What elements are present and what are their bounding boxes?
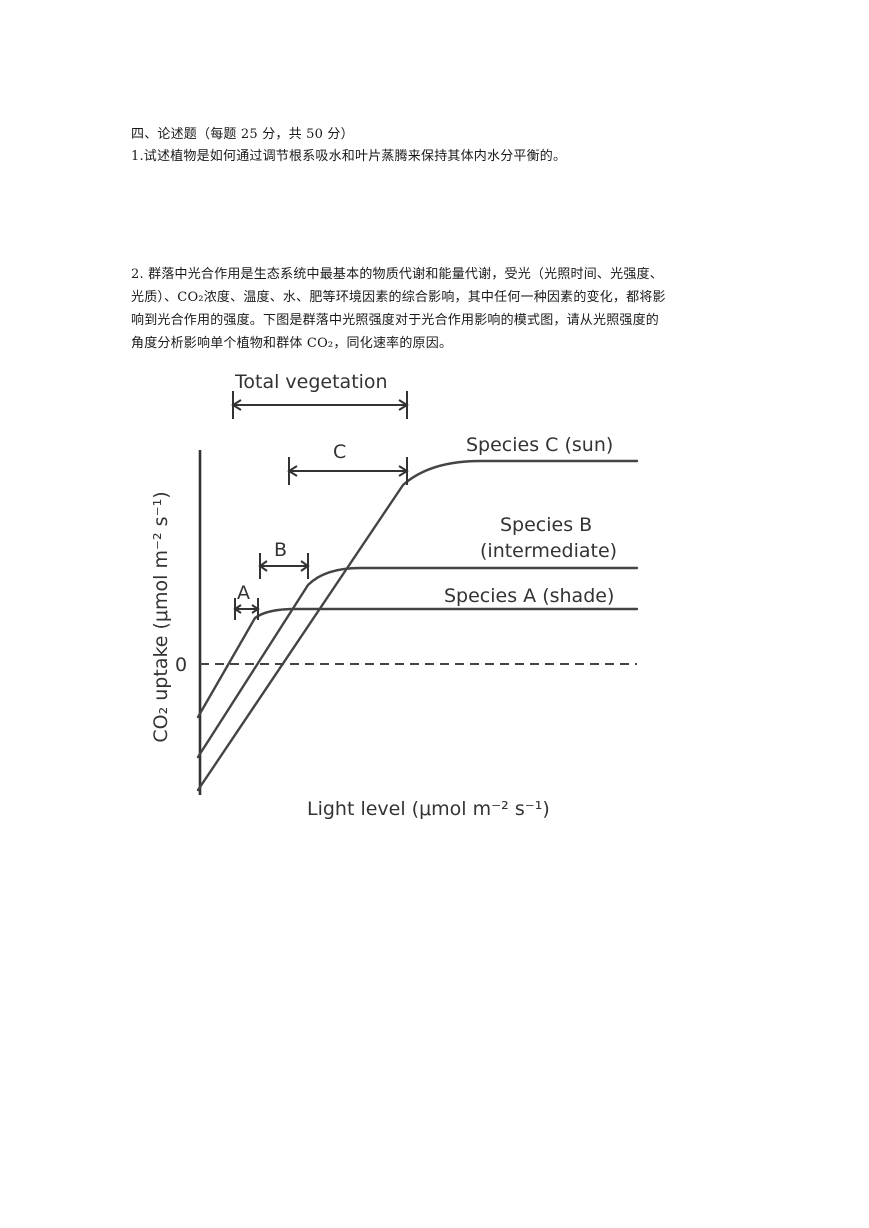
y-tick-zero: 0 [175, 654, 187, 676]
label-total-vegetation: Total vegetation [234, 371, 388, 393]
question-2-line-2: 光质）、CO₂浓度、温度、水、肥等环境因素的综合影响，其中任何一种因素的变化，都… [131, 290, 666, 305]
question-2-line-4: 角度分析影响单个植物和群体 CO₂，同化速率的原因。 [131, 336, 453, 351]
range-total-vegetation [231, 391, 409, 419]
question-2-line-1: 2. 群落中光合作用是生态系统中最基本的物质代谢和能量代谢，受光（光照时间、光强… [131, 267, 663, 282]
label-a: A [237, 582, 250, 604]
question-1: 1.试述植物是如何通过调节根系吸水和叶片蒸腾来保持其体内水分平衡的。 [131, 149, 567, 164]
x-axis-label: Light level (μmol m⁻² s⁻¹) [307, 798, 550, 820]
section-title: 四、论述题（每题 25 分，共 50 分） [131, 127, 354, 142]
label-species-a: Species A (shade) [444, 585, 614, 607]
photosynthesis-light-response-chart: 0 CO₂ uptake (μmol m⁻² s⁻¹) Light level … [150, 371, 639, 820]
label-species-b-note: (intermediate) [480, 540, 617, 562]
question-2-line-3: 响到光合作用的强度。下图是群落中光照强度对于光合作用影响的模式图，请从光照强度的 [131, 313, 660, 328]
label-c: C [333, 441, 346, 463]
range-b [258, 553, 310, 579]
label-species-c: Species C (sun) [466, 434, 613, 456]
range-c [287, 457, 409, 485]
series-species-a [196, 607, 639, 719]
range-a [233, 598, 260, 620]
label-species-b-name: Species B [500, 514, 592, 536]
series-species-b [196, 566, 639, 759]
y-axis-label: CO₂ uptake (μmol m⁻² s⁻¹) [150, 491, 172, 742]
series-species-c [196, 459, 639, 792]
label-b: B [274, 539, 287, 561]
